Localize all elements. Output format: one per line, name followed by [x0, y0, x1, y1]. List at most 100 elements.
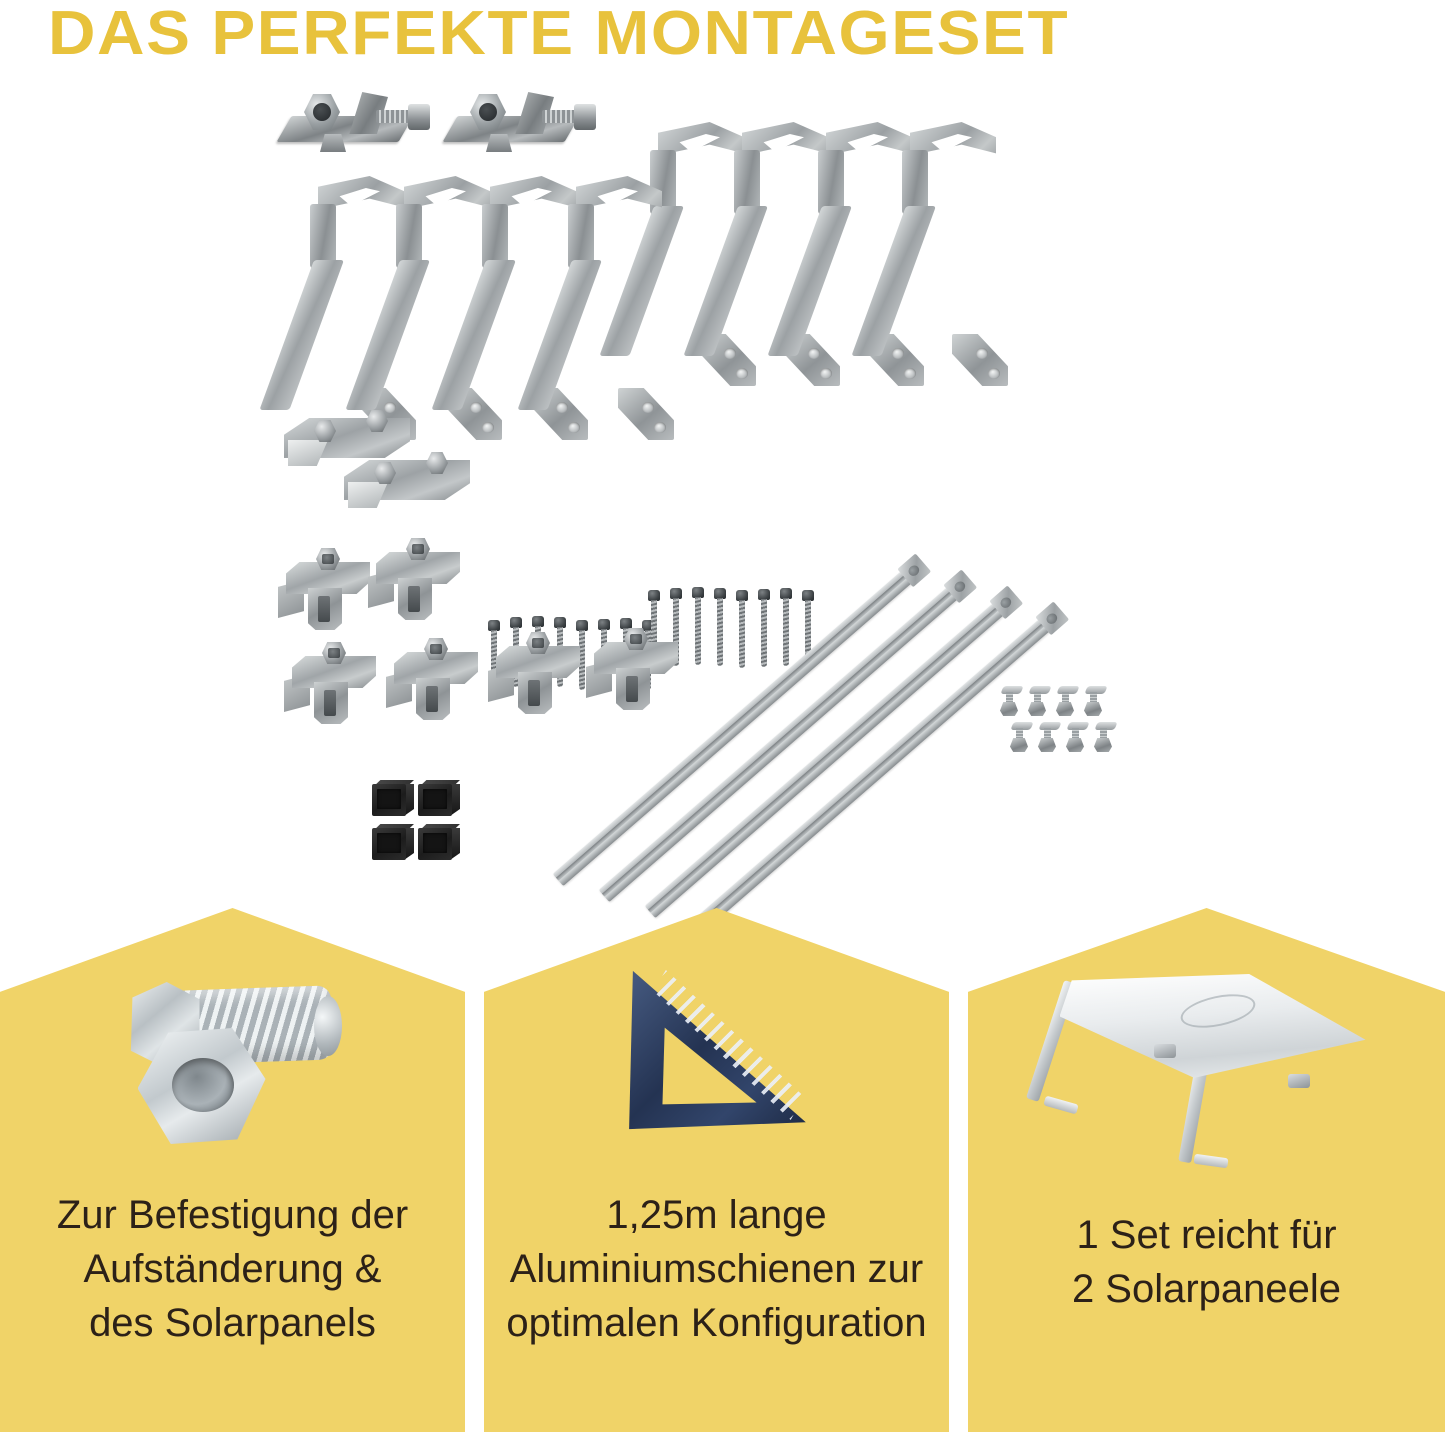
- bolt-nut: [1084, 702, 1102, 716]
- clamp-bolt: [424, 638, 448, 660]
- bolt-stem: [1062, 692, 1069, 705]
- clamp-leg: [518, 672, 552, 714]
- middle-clamp: [284, 638, 378, 724]
- hook-hole: [892, 348, 904, 359]
- roof-hook: [767, 122, 936, 387]
- bolt-nut: [1066, 738, 1084, 752]
- caption-line: Aufständerung &: [83, 1247, 382, 1291]
- caption-line: Aluminiumschienen zur: [509, 1247, 924, 1291]
- hook-neck: [734, 150, 760, 214]
- clamp-bolt: [624, 628, 648, 650]
- screw-head: [532, 616, 544, 627]
- bolt-nut: [1010, 738, 1028, 752]
- clamp-bottom-nut: [486, 134, 512, 152]
- cap-side: [404, 784, 414, 816]
- bolt-nut: [1056, 702, 1074, 716]
- hook-hole: [904, 368, 916, 379]
- hook-hole: [384, 402, 396, 413]
- clamp-leg: [308, 588, 342, 630]
- hook-hole: [568, 422, 580, 433]
- middle-clamp: [386, 634, 480, 720]
- feature-panel-coverage: 1 Set reicht für 2 Solarpaneele: [968, 908, 1445, 1432]
- screw-head: [758, 589, 770, 600]
- screw-head: [620, 618, 632, 629]
- clamp-cap-nut: [408, 104, 430, 130]
- screw-thread: [579, 630, 585, 690]
- screw-head: [642, 620, 654, 631]
- clamp-bolt: [322, 642, 346, 664]
- rail-connector: [284, 410, 412, 472]
- panel-caption: 1,25m lange Aluminiumschienen zur optima…: [484, 1188, 949, 1350]
- hook-hole: [724, 348, 736, 359]
- hook-hole: [556, 402, 568, 413]
- connector-nut: [426, 452, 448, 474]
- panel-artwork: [968, 958, 1445, 1178]
- set-square-icon: [622, 964, 812, 1144]
- cap-side: [404, 828, 414, 860]
- cap-face: [418, 828, 452, 860]
- t-head-bolt: [1010, 722, 1034, 752]
- hook-hole: [988, 368, 1000, 379]
- t-head-bolt: [1056, 686, 1080, 716]
- t-head-bolt: [1066, 722, 1090, 752]
- screw-thread: [651, 600, 657, 668]
- rail-end-cap: [418, 824, 460, 862]
- caption-line: 1,25m lange: [606, 1193, 827, 1237]
- grounding-clamp: [276, 90, 430, 152]
- bolt-stem: [1072, 728, 1079, 741]
- caption-line: optimalen Konfiguration: [506, 1301, 927, 1345]
- panel-caption: 1 Set reicht für 2 Solarpaneele: [968, 1208, 1445, 1316]
- screw-thread: [717, 598, 723, 666]
- screw-head: [488, 620, 500, 631]
- hook-hole: [976, 348, 988, 359]
- screw-head: [648, 590, 660, 601]
- hook-neck: [818, 150, 844, 214]
- screw-head: [598, 619, 610, 630]
- bolt-stem: [1006, 692, 1013, 705]
- tilt-mount-icon: [1025, 968, 1372, 1169]
- screw-head: [714, 588, 726, 599]
- roof-hook: [517, 176, 686, 441]
- connector-nut: [374, 462, 396, 484]
- screw-head: [802, 590, 814, 601]
- hook-hole: [654, 422, 666, 433]
- bolt-stem: [1090, 692, 1097, 705]
- mount-foot: [1192, 1153, 1229, 1169]
- connector-nut: [314, 420, 336, 442]
- clamp-bolt: [526, 632, 550, 654]
- cap-side: [450, 784, 460, 816]
- bolt-and-nut-icon: [118, 966, 348, 1146]
- caption-line: 2 Solarpaneele: [1071, 1267, 1342, 1311]
- t-head-bolt: [1028, 686, 1052, 716]
- screw-head: [780, 588, 792, 599]
- product-photo: [0, 72, 1445, 935]
- caption-line: Zur Befestigung der: [56, 1193, 409, 1237]
- connector-nut: [366, 410, 388, 432]
- screw-thread: [673, 598, 679, 666]
- rail-end-cap: [372, 824, 414, 862]
- mount-clamp: [1287, 1074, 1310, 1088]
- mount-clamp: [1153, 1044, 1176, 1058]
- screw-thread: [739, 600, 745, 668]
- bolt-nut: [1000, 702, 1018, 716]
- rail-end-profile: [897, 553, 932, 588]
- connector-inner-face: [348, 482, 388, 508]
- hook-hole: [642, 402, 654, 413]
- t-head-bolt: [1094, 722, 1118, 752]
- clamp-bolt: [316, 548, 340, 570]
- hook-hole: [820, 368, 832, 379]
- clamp-hex-bolt: [470, 94, 506, 130]
- bolt-nut: [1028, 702, 1046, 716]
- rail-end-cap: [418, 780, 460, 818]
- hook-hole: [470, 402, 482, 413]
- panel-artwork: [484, 958, 949, 1178]
- hook-hole: [808, 348, 820, 359]
- mount-foot: [1042, 1095, 1079, 1115]
- screw-head: [692, 587, 704, 598]
- clamp-leg: [616, 668, 650, 710]
- screw-thread: [695, 597, 701, 665]
- clamp-cap-nut: [574, 104, 596, 130]
- middle-clamp: [586, 624, 680, 710]
- cap-face: [372, 828, 406, 860]
- end-clamp: [368, 534, 462, 620]
